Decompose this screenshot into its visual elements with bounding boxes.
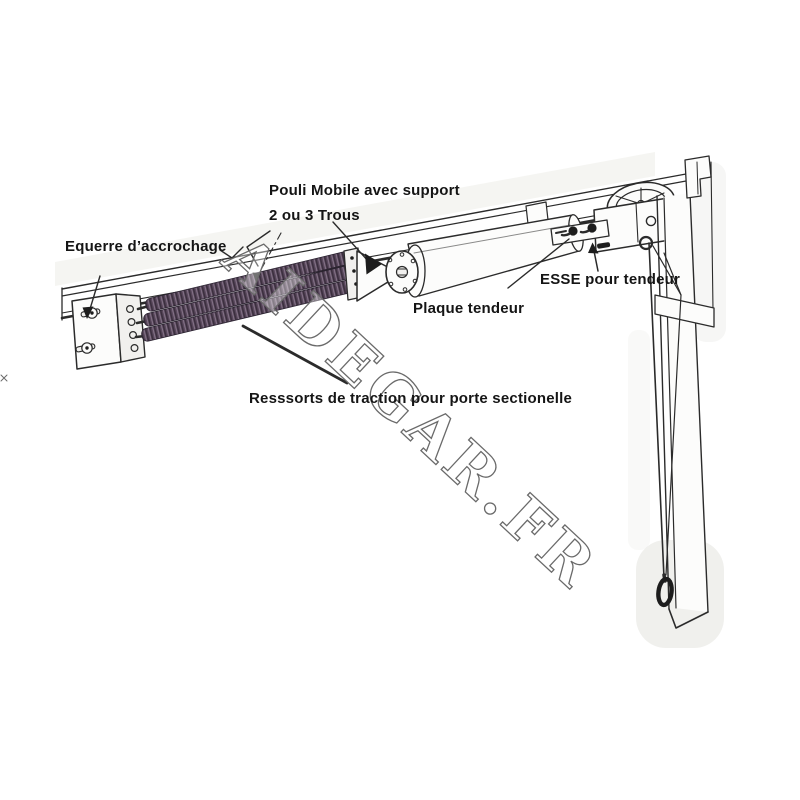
annotations xyxy=(82,221,599,385)
pouli-leader-lines xyxy=(246,221,382,282)
esse-hooks xyxy=(560,223,597,237)
wall-bracket xyxy=(71,293,146,370)
track-strap xyxy=(654,294,715,328)
plaque-leader-line xyxy=(507,238,570,289)
mobile-pulley-flange xyxy=(385,250,419,294)
tensioner-plate xyxy=(550,219,610,246)
label-pouli-mobile-line2: 2 ou 3 Trous xyxy=(269,207,360,224)
equerre-arrow xyxy=(82,246,244,319)
cable-loop xyxy=(656,573,674,608)
label-equerre: Equerre d’accrochage xyxy=(65,238,227,255)
cable xyxy=(648,242,682,608)
vertical-track xyxy=(654,155,715,629)
label-pouli-mobile-line1: Pouli Mobile avec support xyxy=(269,182,460,199)
wing-bolt xyxy=(75,342,96,354)
label-ressorts: Resssorts de traction pour porte section… xyxy=(249,390,573,407)
scan-speck xyxy=(0,374,8,382)
label-plaque: Plaque tendeur xyxy=(413,300,525,317)
scan-shading xyxy=(55,152,726,648)
track-top-cap xyxy=(684,155,712,199)
ressorts-leader-line xyxy=(241,324,349,385)
track-brace xyxy=(663,252,682,296)
traction-springs xyxy=(134,247,363,342)
label-esse: ESSE pour tendeur xyxy=(540,271,681,288)
esse-arrow xyxy=(588,242,599,272)
